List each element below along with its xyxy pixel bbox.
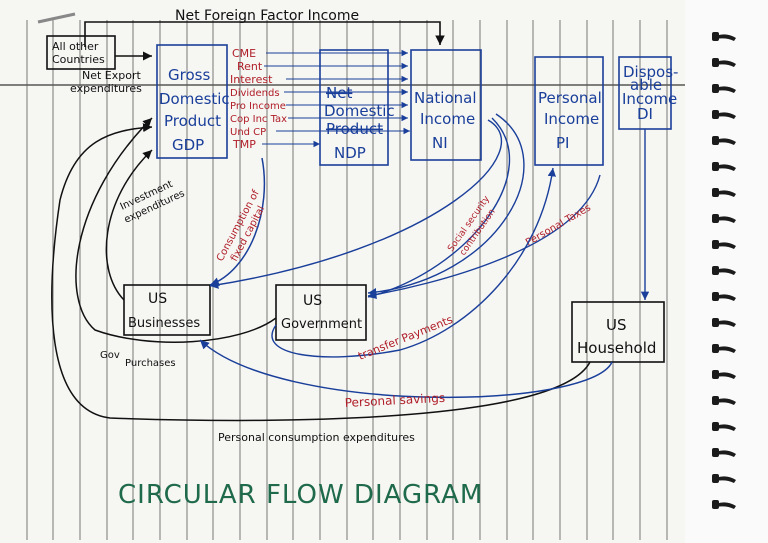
transfer-payments-arrow xyxy=(271,167,556,358)
di-line2: able xyxy=(630,76,662,94)
gov-purchases-arrow xyxy=(75,117,277,343)
ni-line1: National xyxy=(414,89,477,107)
ndp-line4: NDP xyxy=(334,144,366,162)
us-businesses-line1: US xyxy=(148,291,167,307)
gov-purchases-line1: Gov xyxy=(100,350,120,361)
us-government-box xyxy=(275,284,367,341)
gdp-components: CME Rent Interest Dividends Pro Income C… xyxy=(230,47,287,151)
net-export-label-line2: expenditures xyxy=(70,82,142,95)
ndp-box xyxy=(319,49,389,166)
pi-line1: Personal xyxy=(538,89,602,107)
pi-line3: PI xyxy=(556,134,569,152)
diagram-title: CIRCULAR FLOW DIAGRAM xyxy=(118,480,483,510)
us-government-line2: Government xyxy=(281,317,362,332)
component-und-cp: Und CP xyxy=(230,127,266,138)
di-line3: Income xyxy=(622,90,677,108)
component-cme: CME xyxy=(232,47,256,60)
net-foreign-factor-income-label: Net Foreign Factor Income xyxy=(175,8,359,24)
ni-box xyxy=(410,49,482,161)
gdp-line3: Product xyxy=(164,112,221,130)
net-foreign-factor-income-arrow xyxy=(84,21,445,47)
us-businesses-box xyxy=(123,284,211,336)
gdp-line4: GDP xyxy=(172,136,204,154)
personal-savings-arrow xyxy=(199,339,613,399)
net-export-label-line1: Net Export xyxy=(82,69,142,82)
pi-line2: Income xyxy=(544,110,599,128)
personal-consumption-arrow xyxy=(51,123,591,422)
ndp-line2: Domestic xyxy=(324,102,395,120)
all-other-countries-line2: Countries xyxy=(52,53,105,66)
personal-taxes-arrow xyxy=(367,174,601,299)
paper-grid xyxy=(0,20,685,540)
us-household-line1: US xyxy=(606,316,627,334)
component-dividends: Dividends xyxy=(230,88,280,99)
investment-arrow xyxy=(105,149,153,301)
consumption-fixed-capital-arrow xyxy=(209,157,266,287)
us-government-line1: US xyxy=(303,293,322,309)
ni-to-government-arrow-1 xyxy=(367,117,511,299)
gdp-line1: Gross xyxy=(168,66,210,84)
us-household-box xyxy=(571,301,665,363)
personal-consumption-label: Personal consumption expenditures xyxy=(218,431,415,444)
ni-line3: NI xyxy=(432,134,448,152)
component-rent: Rent xyxy=(237,60,263,73)
di-line4: DI xyxy=(637,105,653,123)
spiral-binding xyxy=(712,32,736,509)
component-interest: Interest xyxy=(230,73,273,86)
component-tmp: TMP xyxy=(232,138,256,151)
us-household-line2: Household xyxy=(577,339,656,357)
personal-savings-label: Personal savings xyxy=(344,391,445,410)
component-pro-income: Pro Income xyxy=(230,101,286,112)
ndp-line3: Product xyxy=(326,120,383,138)
pen-mark xyxy=(37,12,76,24)
ni-to-businesses-arrow xyxy=(209,119,503,289)
di-line1: Dispos- xyxy=(623,63,678,81)
pi-box xyxy=(534,56,604,166)
gdp-line2: Domestic xyxy=(159,90,230,108)
ni-line2: Income xyxy=(420,110,475,128)
ni-to-government-arrow-2 xyxy=(367,113,525,297)
gov-purchases-line2: Purchases xyxy=(125,358,176,369)
component-cop-inc-tax: Cop Inc Tax xyxy=(230,114,287,125)
all-other-countries-box xyxy=(46,35,116,70)
us-businesses-line2: Businesses xyxy=(128,316,200,331)
ndp-line1: Net xyxy=(326,84,352,102)
all-other-countries-line1: All other xyxy=(52,40,99,53)
gdp-box xyxy=(156,44,228,159)
